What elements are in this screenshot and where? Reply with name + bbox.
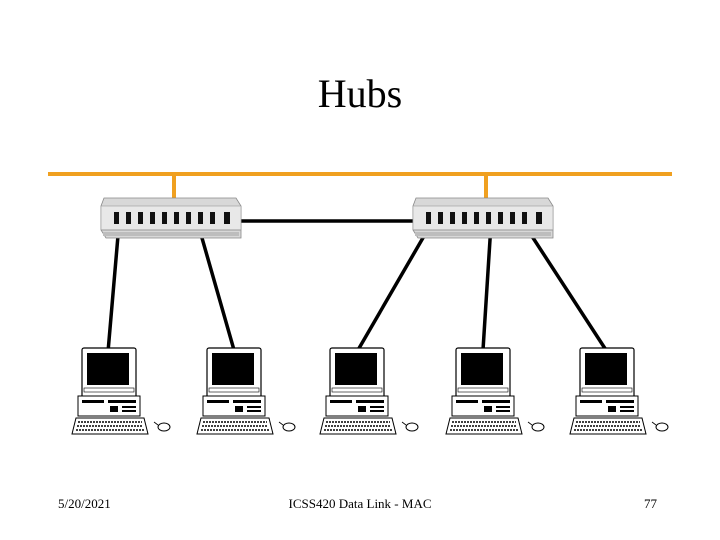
computer-5 bbox=[569, 347, 669, 435]
computer-4 bbox=[445, 347, 545, 435]
footer-center-text: ICSS420 Data Link - MAC bbox=[288, 496, 432, 511]
cable-hub-right-pc-4 bbox=[481, 222, 493, 352]
cable-hub-right-pc-3 bbox=[356, 222, 433, 352]
computer-1 bbox=[71, 347, 171, 435]
cable-hub-left-pc-1 bbox=[106, 222, 121, 354]
computer-2 bbox=[196, 347, 296, 435]
hub-right bbox=[412, 197, 554, 239]
footer-page-number: 77 bbox=[644, 496, 657, 511]
slide-title: Hubs bbox=[317, 71, 403, 116]
footer-date: 5/20/2021 bbox=[58, 496, 111, 511]
cable-hub-left-pc-2 bbox=[196, 222, 236, 352]
cable-hub-right-pc-5 bbox=[522, 222, 608, 352]
computer-3 bbox=[319, 347, 419, 435]
hub-left bbox=[100, 197, 242, 239]
